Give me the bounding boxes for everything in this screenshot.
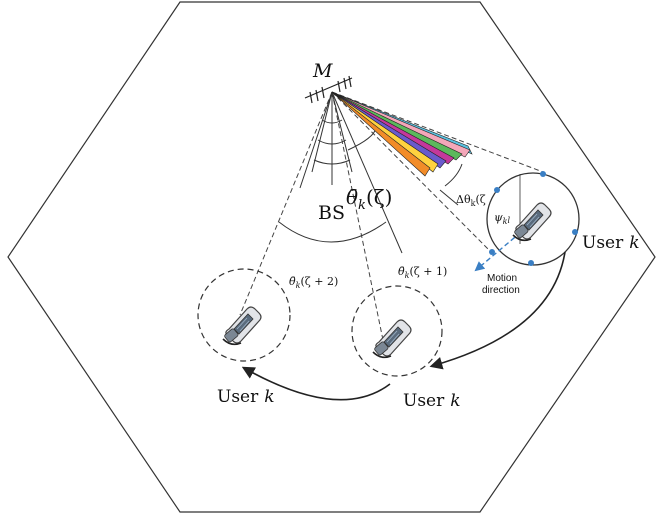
- bs-label: BS: [318, 202, 345, 224]
- mobile-phone-icon: [372, 319, 412, 359]
- mobile-phone-icon: [222, 306, 262, 346]
- position-markers: [489, 171, 578, 266]
- antenna-count-label: M: [312, 60, 333, 82]
- theta-next-label: θ̄k(ζ + 1): [398, 265, 447, 280]
- antenna-array-icon: [304, 75, 353, 104]
- bs-tower-icon: [311, 91, 353, 185]
- hexagon-cell: [7, 1, 656, 513]
- beam-fan: [331, 91, 473, 177]
- user-coverage-circle-next: [351, 285, 443, 377]
- user-coverage-circle-after-next: [197, 268, 291, 362]
- bs-angle-lines: [278, 91, 463, 254]
- trajectory-arrow-1: [429, 251, 566, 370]
- motion-direction-label-line2: direction: [482, 285, 520, 296]
- beam-edge-lines: [239, 91, 544, 341]
- delta-theta-label: Δθk(ζ: [456, 193, 486, 208]
- motion-direction-label-line1: Motion: [487, 273, 517, 284]
- mobile-phone-icon: [512, 202, 552, 242]
- theta-current-label: θ̄k(ζ): [346, 185, 392, 213]
- theta-after-next-label: θ̄k(ζ + 2): [289, 275, 338, 290]
- psi-label: ψkl: [494, 211, 511, 226]
- trajectory-arrow-2: [241, 366, 391, 401]
